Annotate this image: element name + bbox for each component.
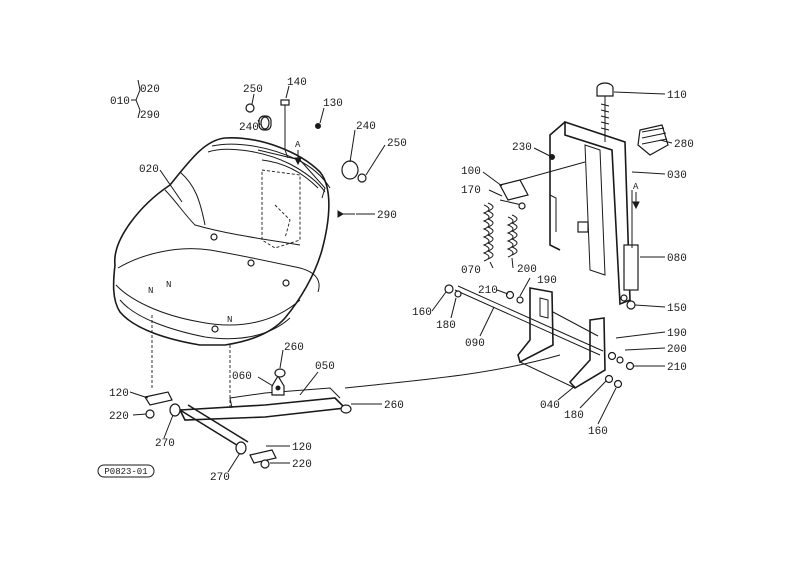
marker-a-seat: A — [295, 140, 301, 150]
callout-washer-260-a: 260 — [284, 342, 304, 354]
svg-text:N: N — [148, 286, 153, 296]
callout-bolt-210-b: 210 — [667, 362, 687, 374]
drawing-code: P0823-01 — [104, 467, 147, 477]
callout-stay-060: 060 — [232, 371, 252, 383]
callout-collar-190-b: 190 — [667, 328, 687, 340]
callout-cushion-240-left: 240 — [239, 122, 259, 134]
marker-a-frame: A — [633, 182, 639, 192]
callout-washer-250-top: 250 — [243, 84, 263, 96]
callout-link-050: 050 — [315, 361, 335, 373]
drawing-code-badge: P0823-01 — [97, 464, 155, 478]
callout-washer-180-a: 180 — [436, 320, 456, 332]
callout-washer-180-b: 180 — [564, 410, 584, 422]
callout-bolt-230: 230 — [512, 142, 532, 154]
callout-washer-260-b: 260 — [384, 400, 404, 412]
group-label-010: 010 — [110, 96, 130, 108]
callout-collar-190-a: 190 — [537, 275, 557, 287]
callout-washer-200-b: 200 — [667, 344, 687, 356]
svg-text:N: N — [166, 280, 171, 290]
callout-bracket-040: 040 — [540, 400, 560, 412]
callout-washer-250-right: 250 — [387, 138, 407, 150]
callout-plate-120-a: 120 — [109, 388, 129, 400]
callout-cushion-240-right: 240 — [356, 121, 376, 133]
callout-bushing-270-b: 270 — [210, 472, 230, 484]
callout-nut-160-a: 160 — [412, 307, 432, 319]
callout-plate-100: 100 — [461, 166, 481, 178]
svg-text:N: N — [227, 315, 232, 325]
callout-pin-170: 170 — [461, 185, 481, 197]
callout-bracket-280: 280 — [674, 139, 694, 151]
callout-plate-120-b: 120 — [292, 442, 312, 454]
callout-frame-030: 030 — [667, 170, 687, 182]
callout-bushing-270-a: 270 — [155, 438, 175, 450]
seat-hardware — [131, 79, 367, 218]
callout-shaft-090: 090 — [465, 338, 485, 350]
callout-knob-110: 110 — [667, 90, 687, 102]
callout-washer-150: 150 — [667, 303, 687, 315]
callout-screw-290: 290 — [377, 210, 397, 222]
callout-damper-080: 080 — [667, 253, 687, 265]
callout-nut-220-b: 220 — [292, 459, 312, 471]
base-linkage — [144, 354, 561, 469]
callout-nut-130: 130 — [323, 98, 343, 110]
callout-nut-160-b: 160 — [588, 426, 608, 438]
group-item-020: 020 — [140, 84, 160, 96]
suspension-frame — [444, 82, 669, 390]
group-item-290: 290 — [140, 110, 160, 122]
leader-lines — [129, 85, 673, 473]
callout-bolt-210-a: 210 — [478, 285, 498, 297]
callout-bolt-140: 140 — [287, 77, 307, 89]
callout-seat-020: 020 — [139, 164, 159, 176]
callout-spring-070: 070 — [461, 265, 481, 277]
callout-washer-200-a: 200 — [517, 264, 537, 276]
callout-labels: 010 020 290 020 140 250 130 240 240 250 … — [109, 77, 694, 484]
callout-nut-220-a: 220 — [109, 411, 129, 423]
